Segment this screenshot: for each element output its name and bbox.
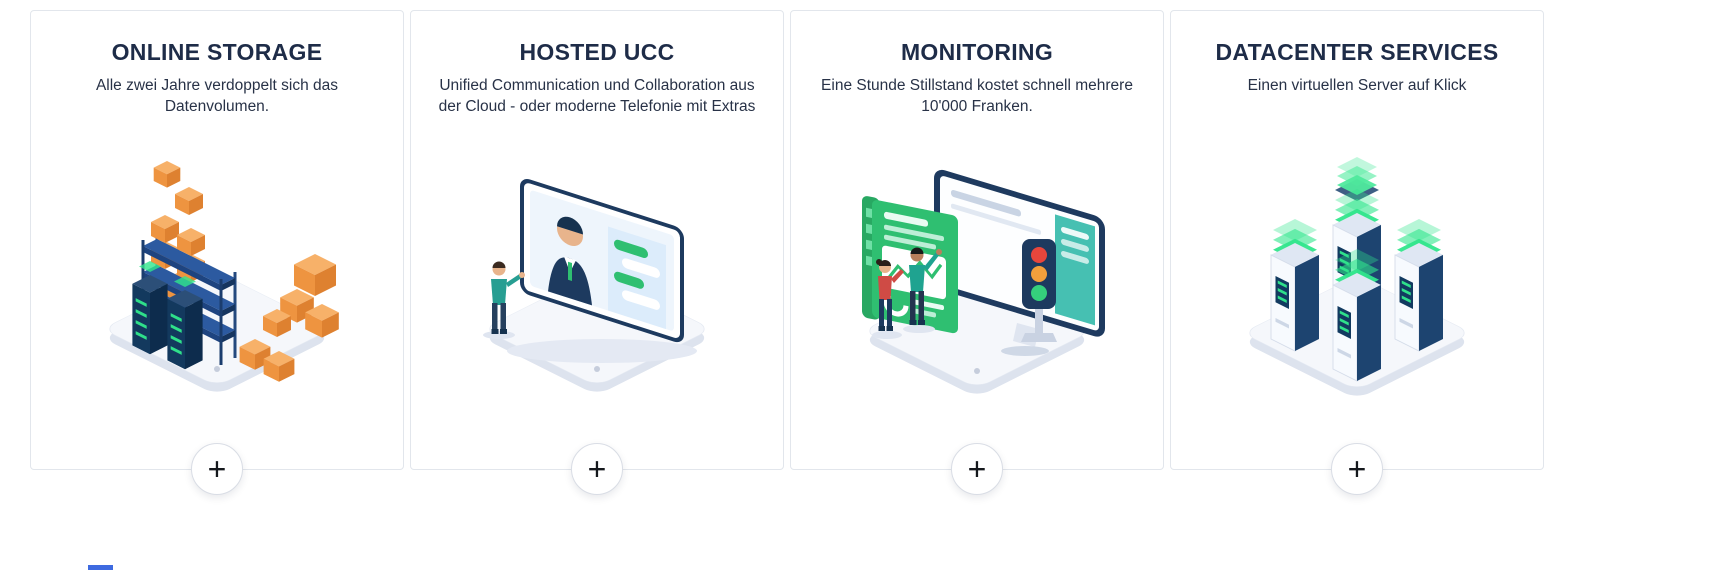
plus-icon: + [587,451,607,487]
online-storage-illustration [57,149,377,399]
hosted-ucc-illustration [437,149,757,399]
service-cards: ONLINE STORAGE Alle zwei Jahre verdoppel… [30,10,1544,495]
monitoring-illustration [817,149,1137,399]
expand-button[interactable]: + [951,443,1003,495]
card-hosted-ucc: HOSTED UCC Unified Communication und Col… [410,10,784,495]
plus-icon: + [207,451,227,487]
card-title: MONITORING [900,39,1054,65]
plus-icon: + [1347,451,1367,487]
card-monitoring: MONITORING Eine Stunde Stillstand kostet… [790,10,1164,495]
plus-icon: + [967,451,987,487]
card-datacenter-services: DATACENTER SERVICES Einen virtuellen Ser… [1170,10,1544,495]
card-description: Alle zwei Jahre verdoppelt sich das Date… [95,77,339,115]
card-title: DATACENTER SERVICES [1215,39,1499,65]
partial-bottom-element [88,565,113,570]
expand-button[interactable]: + [1331,443,1383,495]
expand-button[interactable]: + [571,443,623,495]
card-description: Unified Communication und Collaboration … [438,77,756,115]
card-title: ONLINE STORAGE [111,39,323,65]
datacenter-services-illustration [1197,149,1517,400]
card-title: HOSTED UCC [519,39,675,65]
card-online-storage: ONLINE STORAGE Alle zwei Jahre verdoppel… [30,10,404,495]
expand-button[interactable]: + [191,443,243,495]
card-description: Einen virtuellen Server auf Klick [1247,77,1467,94]
card-description: Eine Stunde Stillstand kostet schnell me… [821,77,1133,115]
